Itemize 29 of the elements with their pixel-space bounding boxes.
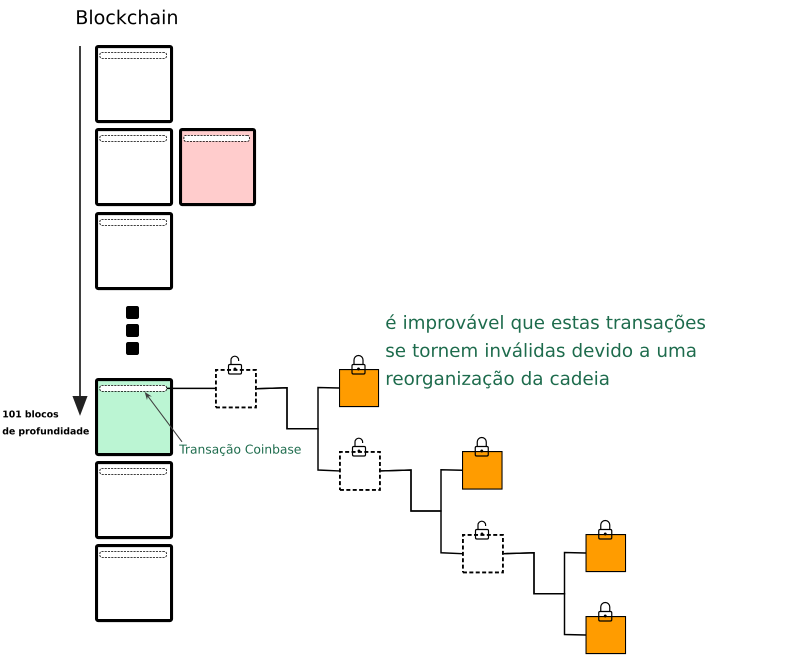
transaction-box xyxy=(339,369,380,408)
transaction-slot xyxy=(184,135,250,142)
title: Blockchain xyxy=(77,10,177,24)
block-box xyxy=(95,461,174,540)
transaction-slot xyxy=(100,468,167,475)
dashed-box xyxy=(462,534,504,574)
block-box xyxy=(95,45,174,124)
annotation-text: Transação Coinbase xyxy=(179,444,301,456)
transaction-box xyxy=(462,451,503,490)
block-box xyxy=(95,128,174,206)
transaction-slot xyxy=(100,551,167,558)
connector-line xyxy=(256,387,340,472)
block-box xyxy=(95,378,174,456)
depth-label: 101 blocos de profundidade xyxy=(2,410,89,436)
transaction-slot xyxy=(100,219,167,226)
transaction-box xyxy=(586,534,626,572)
connector-line xyxy=(166,388,215,390)
transaction-slot xyxy=(100,135,167,142)
block-box xyxy=(95,212,174,290)
note-text: é improvável que estas transações se tornem inválidas devido a uma reorganização da cadeia xyxy=(386,314,706,389)
connector-line xyxy=(380,469,462,554)
block-box xyxy=(95,544,174,622)
transaction-box xyxy=(586,616,626,654)
block-box xyxy=(179,128,256,206)
transaction-slot xyxy=(100,52,167,59)
connector-line xyxy=(504,552,586,636)
dashed-box xyxy=(215,369,257,408)
transaction-slot xyxy=(100,385,167,392)
dashed-box xyxy=(339,451,381,491)
